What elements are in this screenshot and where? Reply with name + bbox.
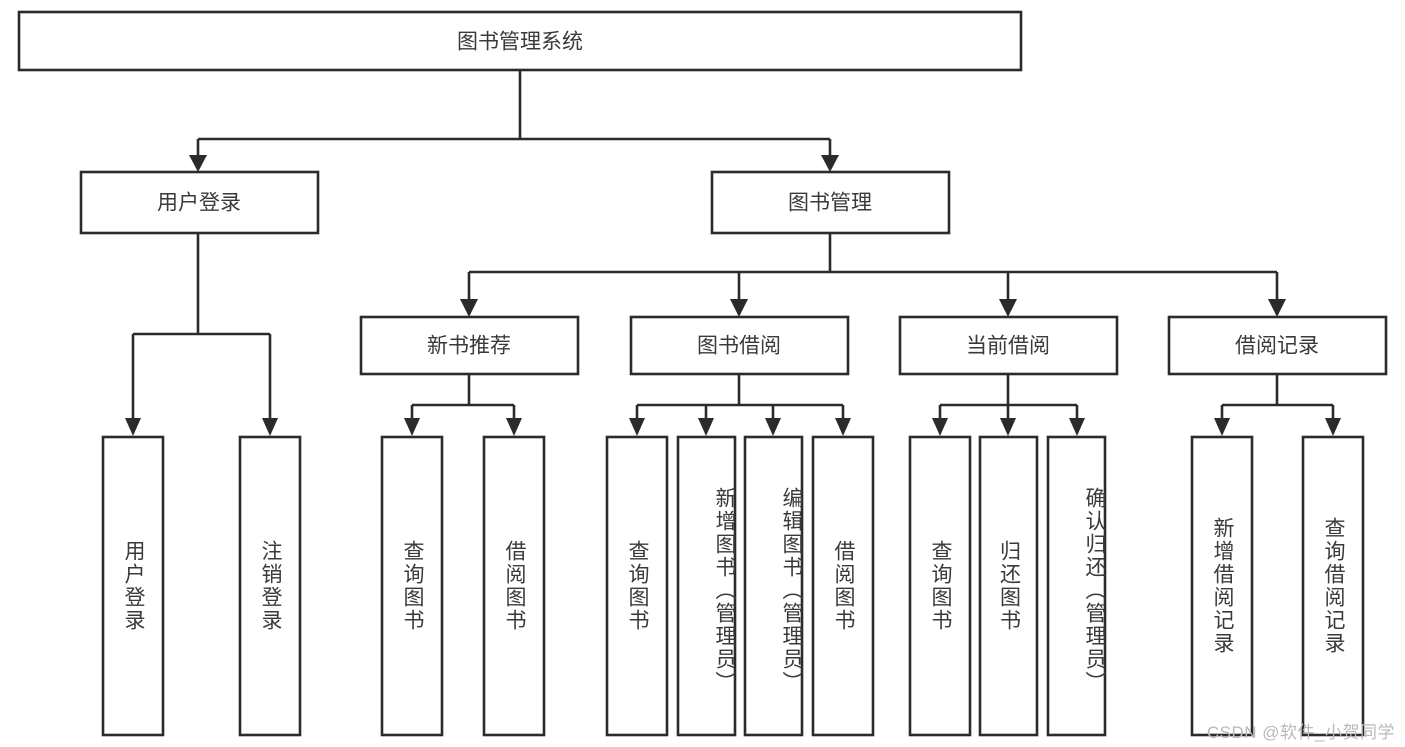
arrow-head-leaf-logout [262,418,278,436]
node-current-borrow-box[interactable] [898,315,1119,376]
node-leaf-edit-book-box[interactable] [743,435,804,737]
arrow-head-user-login [189,155,207,172]
node-new-book-rec-label: 新书推荐 [427,335,511,358]
node-leaf-query-book-3-box[interactable] [908,435,972,737]
node-leaf-borrow-book-2-box[interactable] [811,435,875,737]
arrow-head-borrow-record [1268,299,1286,317]
node-borrow-record-box[interactable] [1167,315,1388,376]
node-leaf-user-login-box[interactable] [101,435,165,737]
node-layer: 图书管理系统 用户登录 图书管理 新书推荐 图书借阅 当前借阅 借阅记录 [17,10,1388,737]
node-leaf-logout-box[interactable] [238,435,302,737]
arrow-head-leaf-borrow-book-2 [835,418,851,436]
arrow-head-current-borrow [999,299,1017,317]
node-leaf-add-record-box[interactable] [1190,435,1254,737]
node-leaf-query-book-1-box[interactable] [380,435,444,737]
node-root-box[interactable] [17,10,1023,72]
node-leaf-borrow-book-1-box[interactable] [482,435,546,737]
node-leaf-confirm-return-box[interactable] [1046,435,1107,737]
node-user-login-box[interactable] [79,170,320,235]
arrow-head-leaf-query-book-2 [629,418,645,436]
watermark-text: CSDN @软件_小贺同学 [1206,723,1395,742]
arrow-head-leaf-query-book-1 [404,418,420,436]
node-new-book-rec-box[interactable] [359,315,580,376]
arrow-head-leaf-return-book [1000,418,1016,436]
arrow-head-leaf-query-record [1325,418,1341,436]
arrow-head-leaf-borrow-book-1 [506,418,522,436]
arrow-head-book-borrow [730,299,748,317]
node-leaf-return-book-box[interactable] [978,435,1039,737]
node-book-borrow-box[interactable] [629,315,850,376]
node-user-login-label: 用户登录 [157,192,241,215]
arrow-head-leaf-query-book-3 [932,418,948,436]
arrow-head-new-book-rec [460,299,478,317]
node-leaf-query-record-box[interactable] [1301,435,1365,737]
node-current-borrow-label: 当前借阅 [966,335,1050,358]
arrow-head-leaf-add-book [698,418,714,436]
node-root-label: 图书管理系统 [457,31,583,54]
arrow-head-leaf-edit-book [765,418,781,436]
node-leaf-query-book-2-box[interactable] [605,435,669,737]
connector-layer [125,70,1341,436]
arrow-head-leaf-user-login [125,418,141,436]
node-book-borrow-label: 图书借阅 [697,335,781,358]
arrow-head-book-mgmt [821,155,839,172]
node-book-mgmt-box[interactable] [710,170,951,235]
node-leaf-add-book-box[interactable] [676,435,737,737]
arrow-head-leaf-confirm-return [1069,418,1085,436]
arrow-head-leaf-add-record [1214,418,1230,436]
node-book-mgmt-label: 图书管理 [788,192,872,215]
node-borrow-record-label: 借阅记录 [1235,335,1319,358]
